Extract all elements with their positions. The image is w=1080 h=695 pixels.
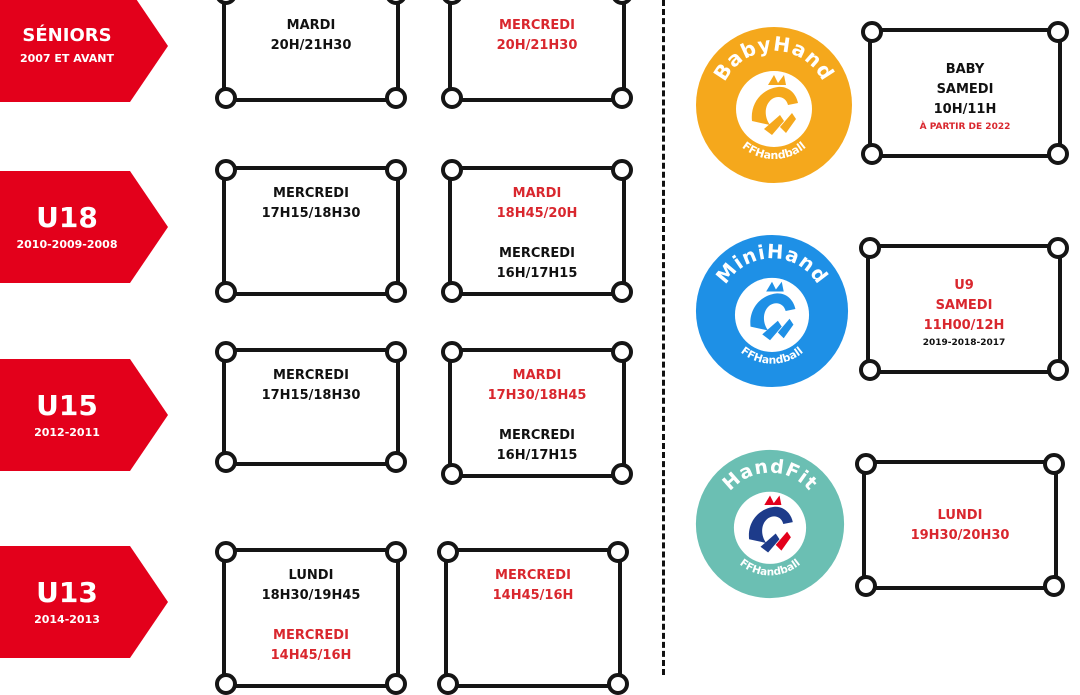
slot-day: MERCREDI [273,628,349,643]
category-u18: U18 2010-2009-2008 [0,171,168,283]
babyhand-logo: BabyHand FFHandball [694,25,854,185]
category-years: 2012-2011 [34,426,100,440]
u15-slot-2: MARDI 17H30/18H45 MERCREDI 16H/17H15 [441,341,633,485]
slot-time: 17H15/18H30 [261,206,361,221]
u15-slot-1: MERCREDI 17H15/18H30 [215,341,407,473]
slot-day: MERCREDI [499,246,575,261]
slot-time: 11H00/12H [923,318,1005,333]
category-name: U15 [36,388,98,422]
category-u13: U13 2014-2013 [0,546,168,658]
slot-time: 14H45/16H [270,648,352,663]
slot-day: MARDI [512,368,562,383]
category-years: 2010-2009-2008 [16,238,118,252]
rooster-icon [751,75,798,135]
slot-time: 10H/11H [933,102,997,117]
u18-slot-2: MARDI 18H45/20H MERCREDI 16H/17H15 [441,159,633,303]
minihand-logo: MiniHand FFHandball [694,233,850,389]
slot-time: 19H30/20H30 [910,528,1010,543]
category-years: 2014-2013 [34,613,100,627]
slot-day: MERCREDI [273,186,349,201]
slot-time: 17H15/18H30 [261,388,361,403]
category-u15: U15 2012-2011 [0,359,168,471]
category-name: SÉNIORS [22,25,112,47]
slot-day: SAMEDI [935,298,993,313]
category-seniors: SÉNIORS 2007 ET AVANT [0,0,168,102]
category-name: U18 [36,200,98,234]
slot-time: 17H30/18H45 [487,388,587,403]
slot-time: 16H/17H15 [496,266,578,281]
slot-note: 2019-2018-2017 [922,338,1006,348]
slot-day: MERCREDI [273,368,349,383]
slot-day: MARDI [512,186,562,201]
category-name: U13 [36,575,98,609]
slot-note: À PARTIR DE 2022 [919,122,1011,132]
rooster-icon [748,495,793,553]
u13-slot-1: LUNDI 18H30/19H45 MERCREDI 14H45/16H [215,541,407,695]
babyhand-slot: BABY SAMEDI 10H/11H À PARTIR DE 2022 [861,21,1069,165]
slot-time: 14H45/16H [492,588,574,603]
slot-group: BABY [945,62,985,77]
seniors-slot-2: MERCREDI 20H/21H30 [441,0,633,109]
rooster-icon [750,281,796,341]
slot-time: 20H/21H30 [270,38,352,53]
slot-time: 18H30/19H45 [261,588,361,603]
slot-time: 20H/21H30 [496,38,578,53]
seniors-slot-1: MARDI 20H/21H30 [215,0,407,109]
slot-day: SAMEDI [936,82,994,97]
u13-slot-2: MERCREDI 14H45/16H [437,541,629,695]
slot-day: MERCREDI [499,18,575,33]
dashed-divider [662,0,665,675]
minihand-slot: U9 SAMEDI 11H00/12H 2019-2018-2017 [859,237,1069,381]
handfit-slot: LUNDI 19H30/20H30 [855,453,1065,597]
slot-group: U9 [954,278,974,293]
slot-time: 18H45/20H [496,206,578,221]
slot-time: 16H/17H15 [496,448,578,463]
handfit-logo: HandFit FFHandball [694,448,846,600]
category-years: 2007 ET AVANT [19,51,115,65]
slot-day: LUNDI [288,568,334,583]
u18-slot-1: MERCREDI 17H15/18H30 [215,159,407,303]
slot-day: MERCREDI [499,428,575,443]
slot-day: LUNDI [937,508,983,523]
slot-day: MARDI [286,18,336,33]
slot-day: MERCREDI [495,568,571,583]
